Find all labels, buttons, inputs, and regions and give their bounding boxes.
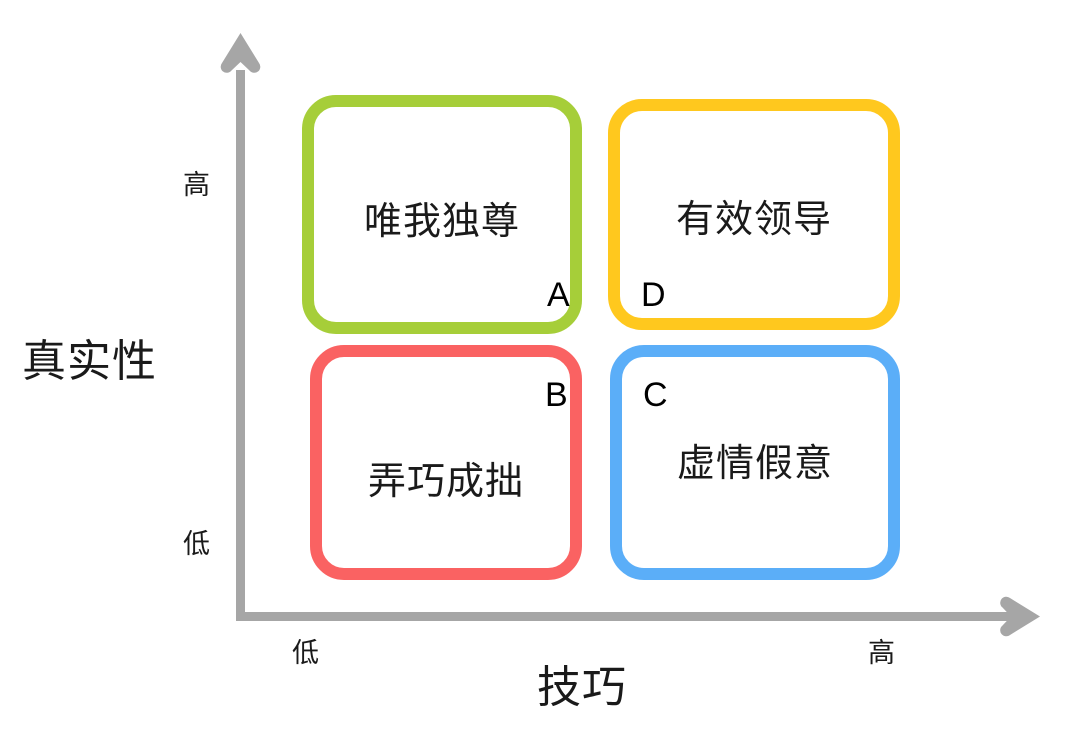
y-axis-title: 真实性: [22, 337, 157, 386]
quadrant-b-letter: B: [545, 376, 568, 414]
y-axis-tick-low: 低: [183, 529, 210, 559]
y-axis-tick-high: 高: [183, 170, 210, 200]
quadrant-a-label: 唯我独尊: [363, 201, 520, 243]
quadrant-c-box[interactable]: 虚情假意: [610, 345, 900, 580]
quadrant-b-box[interactable]: 弄巧成拙: [310, 345, 582, 580]
quadrant-c-label: 虚情假意: [676, 443, 833, 485]
quadrant-a-box[interactable]: 唯我独尊: [302, 95, 582, 334]
quadrant-d-box[interactable]: 有效领导: [608, 99, 900, 330]
x-axis-tick-high: 高: [868, 638, 895, 668]
y-axis-line: [236, 70, 245, 621]
x-axis-tick-low: 低: [292, 638, 319, 668]
y-axis-arrowhead: [220, 33, 261, 73]
quadrant-d-letter: D: [641, 276, 666, 314]
quadrant-c-letter: C: [643, 376, 668, 414]
x-axis-arrowhead: [1000, 596, 1040, 637]
quadrant-d-label: 有效领导: [675, 199, 832, 241]
x-axis-line: [236, 612, 1019, 621]
quadrant-a-letter: A: [547, 276, 570, 314]
quadrant-b-label: 弄巧成拙: [367, 461, 524, 503]
x-axis-title: 技巧: [537, 663, 627, 712]
